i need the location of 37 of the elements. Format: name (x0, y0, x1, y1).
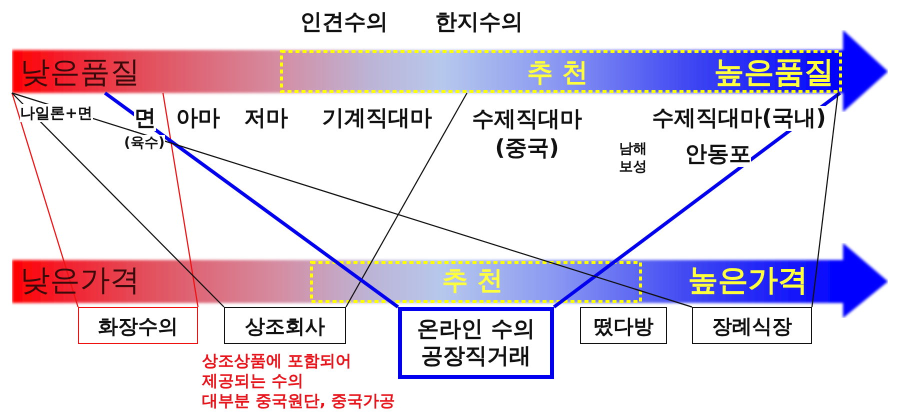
connector-line (345, 92, 468, 308)
connector-line (811, 92, 839, 308)
channel-box (692, 307, 812, 344)
material-label: 기계직대마 (322, 106, 432, 132)
channel-name: 화장수의 (98, 314, 178, 338)
channel-name: 온라인 수의 공장직거래 (416, 316, 536, 370)
material-label: 면 (134, 106, 156, 132)
material-label: 아마 (176, 106, 220, 132)
scale-label: 낮은품질 (20, 56, 140, 90)
connector-line (11, 92, 79, 308)
channel-name: 장례식장 (712, 314, 792, 338)
channel-box (580, 307, 667, 344)
scale-label: 높은가격 (688, 264, 808, 298)
channel-box (78, 307, 198, 344)
frame-label: 높은품질 (714, 56, 834, 90)
shroud-type-label: 인견수의 (300, 10, 388, 36)
material-label: 안동포 (685, 142, 751, 168)
frame-label: 추 천 (442, 267, 504, 297)
dotted-frame (280, 50, 842, 93)
connector-line (12, 92, 692, 308)
material-label: 나일론+면 (20, 104, 93, 122)
connector-line (104, 92, 400, 308)
channel-box (224, 307, 346, 344)
scale-label: 낮은가격 (20, 264, 140, 298)
material-label: 저마 (244, 106, 288, 132)
material-label: 수제직대마(국내) (652, 106, 826, 132)
frame-label: 추 천 (527, 59, 588, 89)
channel-name: 떴다방 (594, 314, 654, 338)
annotation-note: 상조상품에 포함되어 제공되는 수의 (202, 351, 353, 391)
channel-name: 상조회사 (245, 314, 325, 338)
material-label: (육수) (124, 135, 165, 152)
connector-line (162, 92, 199, 308)
annotation-note: 대부분 중국원단, 중국가공 (202, 391, 396, 411)
channel-box (398, 307, 554, 379)
shroud-type-label: 한지수의 (435, 10, 523, 36)
connector-line (12, 92, 224, 308)
connector-line (552, 92, 842, 308)
